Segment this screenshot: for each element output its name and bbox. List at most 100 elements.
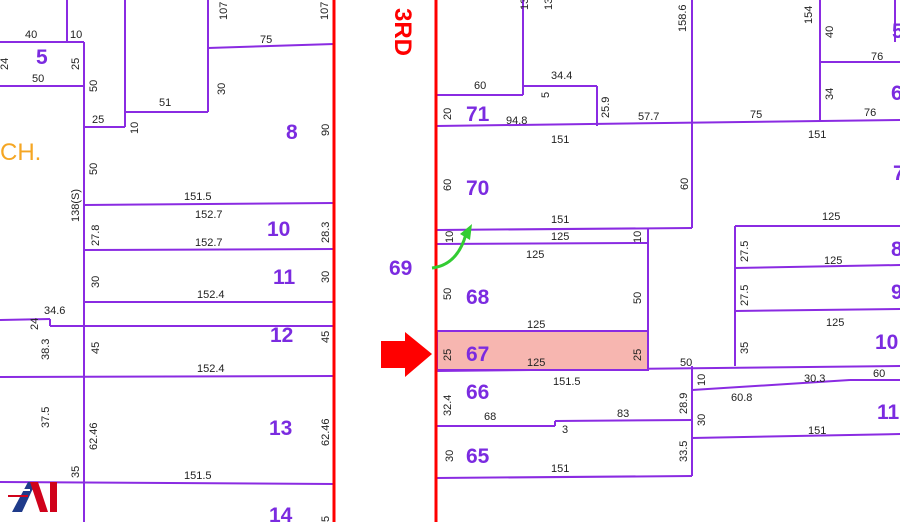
dimension: 50: [88, 80, 100, 92]
dimension: 25: [442, 349, 454, 361]
dimension: 68: [484, 411, 496, 423]
lot-number: 14: [269, 504, 293, 522]
dimension: 138(S): [70, 189, 82, 222]
dimension: 75: [750, 109, 762, 121]
dimension: 13: [543, 0, 555, 10]
dimension: 10: [129, 122, 141, 134]
dimension: 50: [88, 163, 100, 175]
dimension: 25: [92, 114, 104, 126]
dimension: 32.4: [442, 395, 454, 416]
lot-number: 5: [36, 46, 48, 69]
dimension: 45: [320, 331, 332, 343]
dimension: 10: [632, 231, 644, 243]
lot-number: 8: [286, 121, 298, 144]
lot-number: 9: [891, 281, 900, 304]
dimension: 30: [90, 276, 102, 288]
lot-number: 66: [466, 381, 489, 404]
dimension: 33.5: [678, 441, 690, 462]
dimension: 37.5: [40, 407, 52, 428]
dimension: 27.5: [739, 241, 751, 262]
dimension: 35: [739, 342, 751, 354]
dimension: 24: [0, 58, 11, 70]
dimension: 20: [442, 108, 454, 120]
dimension: 151: [808, 425, 826, 437]
dimension: 30.3: [804, 373, 825, 385]
lot-number: 67: [466, 343, 489, 366]
dimension: 30: [320, 271, 332, 283]
dimension: 90: [320, 124, 332, 136]
lot-number: 12: [270, 324, 293, 347]
dimension: 50: [680, 357, 692, 369]
dimension: 107: [218, 2, 230, 20]
lot-number: 68: [466, 286, 490, 309]
dimension: 75: [260, 34, 272, 46]
dimension: 5: [320, 516, 332, 522]
dimension: 152.7: [195, 209, 223, 221]
dimension: 151: [808, 129, 826, 141]
lot-number: 11: [273, 266, 296, 289]
dimension: 34.6: [44, 305, 65, 317]
lot-number: 69: [389, 257, 412, 280]
dimension: 83: [617, 408, 629, 420]
dimension: 151.5: [184, 191, 212, 203]
dimension: 125: [527, 319, 545, 331]
dimension: 10: [444, 231, 456, 243]
dimension: 28.9: [678, 393, 690, 414]
dimension: 107: [319, 2, 331, 20]
dimension: 35: [70, 466, 82, 478]
dimension: 24: [29, 318, 41, 330]
dimension: 40: [824, 26, 836, 38]
dimension: 151: [551, 214, 569, 226]
dimension: 50: [442, 288, 454, 300]
dimension: 34: [824, 88, 836, 100]
partial-label: CH.: [0, 139, 41, 166]
lot-number: 6: [891, 82, 900, 105]
dimension: 60: [442, 179, 454, 191]
dimension: 10: [70, 29, 82, 41]
dimension: 38.3: [40, 339, 52, 360]
lot-number: 8: [891, 238, 900, 261]
dimension: 40: [25, 29, 37, 41]
dimension: 60.8: [731, 392, 752, 404]
dimension: 125: [824, 255, 842, 267]
dimension: 151.5: [184, 470, 212, 482]
highlighted-lot-67: [436, 330, 649, 371]
dimension: 45: [90, 342, 102, 354]
dimension: 60: [679, 178, 691, 190]
dimension: 151: [551, 134, 569, 146]
ai-logo-icon: [8, 482, 57, 512]
dimension: 62.46: [88, 422, 100, 450]
dimension: 125: [551, 231, 569, 243]
dimension: 125: [822, 211, 840, 223]
dimension: 25.9: [600, 97, 612, 118]
dimension: 152.4: [197, 289, 225, 301]
dimension: 94.8: [506, 115, 527, 127]
dimension: 27.8: [90, 225, 102, 246]
dimension: 57.7: [638, 111, 659, 123]
dimension: 151: [551, 463, 569, 475]
lot-number: 65: [466, 445, 490, 468]
dimension: 50: [632, 292, 644, 304]
dimension: 50: [32, 73, 44, 85]
dimension: 30: [696, 414, 708, 426]
dimension: 28.3: [320, 222, 332, 243]
dimension: 152.4: [197, 363, 225, 375]
dimension: 13: [519, 0, 531, 10]
green-curved-arrow-icon: [431, 224, 472, 270]
lot-numbers: 5 8 10 11 12 13 14 71 70 69 68 67 66 65 …: [36, 20, 900, 522]
dimension: 152.7: [195, 237, 223, 249]
dimension: 158.6: [677, 4, 689, 32]
lot-number: 13: [269, 417, 292, 440]
dimension: 154: [803, 6, 815, 24]
dimension: 76: [871, 51, 883, 63]
dimension: 125: [527, 357, 545, 369]
dimension: 125: [826, 317, 844, 329]
dimension: 5: [540, 92, 552, 98]
dimension: 151.5: [553, 376, 581, 388]
dimension: 125: [526, 249, 544, 261]
dimension: 60: [474, 80, 486, 92]
red-arrow-icon: [381, 332, 432, 377]
lot-number: 10: [267, 218, 290, 241]
